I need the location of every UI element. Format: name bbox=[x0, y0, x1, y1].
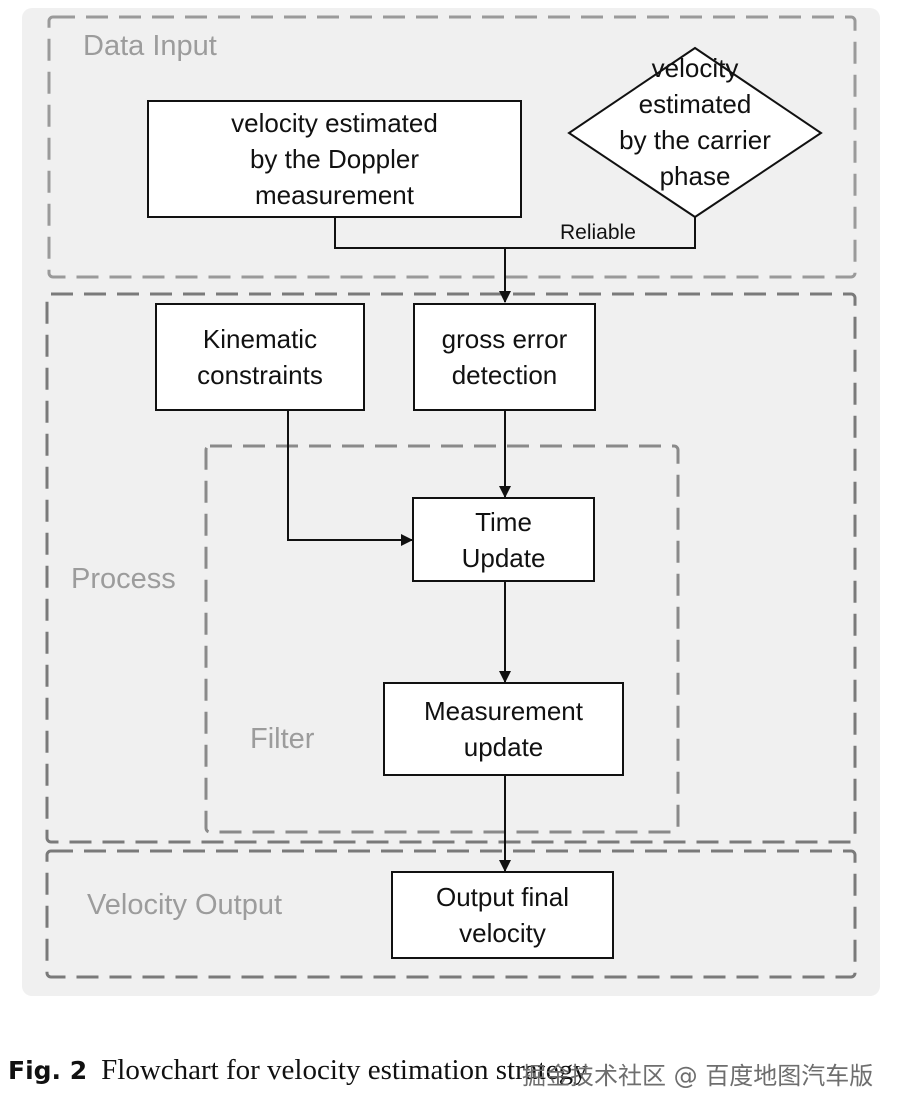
figure-caption: Fig. 2 Flowchart for velocity estimation … bbox=[8, 1054, 588, 1087]
process-region bbox=[45, 292, 857, 844]
section-label-velocity-output: Velocity Output bbox=[87, 889, 283, 921]
node-output-final-velocity: Output final velocity bbox=[391, 871, 614, 959]
section-label-filter: Filter bbox=[250, 723, 315, 755]
watermark-text: 掘金技术社区 @ 百度地图汽车版 bbox=[522, 1062, 874, 1090]
node-carrier-phase-label: velocity estimated by the carrier phase bbox=[619, 53, 771, 191]
node-time-update: Time Update bbox=[412, 497, 595, 582]
edge-label-reliable: Reliable bbox=[560, 221, 636, 244]
figure-number: Fig. 2 bbox=[8, 1056, 88, 1085]
filter-region bbox=[204, 444, 680, 834]
figure-caption-text: Flowchart for velocity estimation strate… bbox=[101, 1054, 588, 1086]
node-gross-error-detection: gross error detection bbox=[413, 303, 596, 411]
node-measurement-update: Measurement update bbox=[383, 682, 624, 776]
node-kinematic-constraints: Kinematic constraints bbox=[155, 303, 365, 411]
arrow-kinematic-to-time-update bbox=[287, 410, 413, 546]
data-input-region bbox=[47, 15, 857, 279]
velocity-output-region bbox=[45, 849, 857, 979]
section-label-data-input: Data Input bbox=[83, 30, 217, 62]
section-label-process: Process bbox=[71, 563, 176, 595]
connector-doppler-merge bbox=[334, 217, 696, 249]
node-doppler-velocity: velocity estimated by the Doppler measur… bbox=[147, 100, 522, 218]
